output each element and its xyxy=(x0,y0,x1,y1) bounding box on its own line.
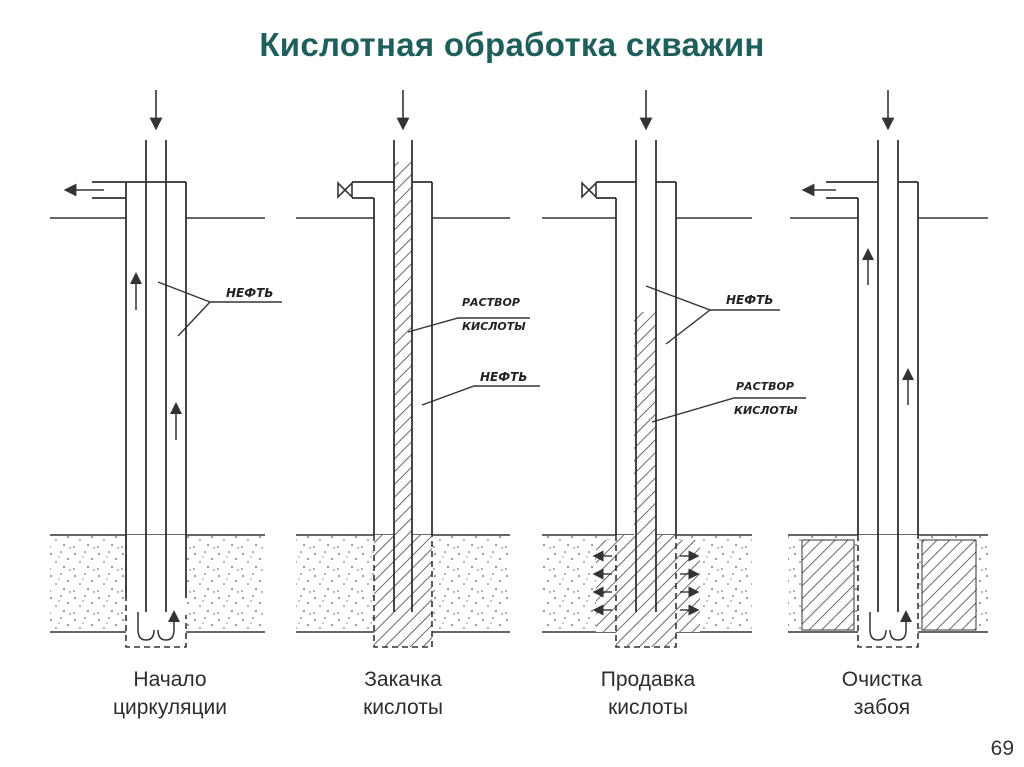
side-outlet xyxy=(826,181,878,199)
u-turn-arrow xyxy=(137,612,155,641)
caption-line: циркуляции xyxy=(112,696,227,719)
label-leader xyxy=(407,317,530,333)
page-number: 69 xyxy=(990,737,1014,760)
side-outlet xyxy=(92,181,146,199)
casing xyxy=(373,182,433,535)
casing xyxy=(615,182,677,535)
tubing xyxy=(877,140,899,612)
tubing xyxy=(145,140,167,612)
valve-icon xyxy=(581,181,597,199)
panel-acid-injection: РАСТВОР КИСЛОТЫ НЕФТЬ xyxy=(296,90,540,648)
caption-line: кислоты xyxy=(363,696,443,719)
open-hole xyxy=(858,535,918,647)
label-leader xyxy=(645,285,780,345)
u-turn-arrow xyxy=(869,612,887,641)
caption-circulation-start: Начало циркуляции xyxy=(75,666,265,722)
caption-line: Начало xyxy=(133,668,207,691)
valve-icon xyxy=(337,181,353,199)
caption-bottomhole-cleaning: Очистка забоя xyxy=(787,666,977,722)
caption-line: кислоты xyxy=(608,696,688,719)
caption-line: Закачка xyxy=(364,668,442,691)
label-acid: КИСЛОТЫ xyxy=(734,404,798,417)
squeeze-arrows xyxy=(592,550,700,616)
caption-line: Продавка xyxy=(600,668,696,691)
label-leader xyxy=(157,281,282,337)
treated-zone-right xyxy=(921,539,977,631)
open-hole-wall xyxy=(373,535,433,648)
label-leader xyxy=(651,397,806,423)
caption-acid-injection: Закачка кислоты xyxy=(308,666,498,722)
side-outlet xyxy=(596,181,636,199)
label-oil: НЕФТЬ xyxy=(226,286,273,300)
label-acid-solution: РАСТВОР xyxy=(736,380,794,393)
caption-line: забоя xyxy=(853,696,911,719)
open-hole-wall xyxy=(857,535,919,648)
panel-acid-squeeze: НЕФТЬ РАСТВОР КИСЛОТЫ xyxy=(542,90,806,648)
open-hole-wall xyxy=(125,535,187,648)
label-leader xyxy=(421,385,540,406)
panel-bottomhole-cleaning xyxy=(788,90,988,648)
panel-circulation-start: НЕФТЬ xyxy=(50,90,282,648)
caption-line: Очистка xyxy=(841,668,923,691)
treated-zone-left xyxy=(801,539,855,631)
label-oil: НЕФТЬ xyxy=(480,370,527,384)
side-outlet xyxy=(352,181,394,199)
acid-in-tubing xyxy=(394,162,412,535)
acid-in-annulus xyxy=(634,312,656,535)
label-acid-solution: РАСТВОР xyxy=(462,296,520,309)
tubing xyxy=(393,140,413,612)
slide-title: Кислотная обработка скважин xyxy=(259,26,765,63)
casing xyxy=(125,182,187,598)
label-acid: КИСЛОТЫ xyxy=(462,320,526,333)
acid-zone xyxy=(374,535,432,647)
tubing xyxy=(635,140,657,612)
u-turn-arrow xyxy=(157,610,180,641)
open-hole xyxy=(126,535,186,647)
caption-acid-squeeze: Продавка кислоты xyxy=(553,666,743,722)
open-hole-wall xyxy=(615,535,677,648)
u-turn-arrow xyxy=(889,610,912,641)
label-oil: НЕФТЬ xyxy=(726,293,773,307)
acid-zone xyxy=(616,535,676,647)
casing xyxy=(857,182,919,535)
